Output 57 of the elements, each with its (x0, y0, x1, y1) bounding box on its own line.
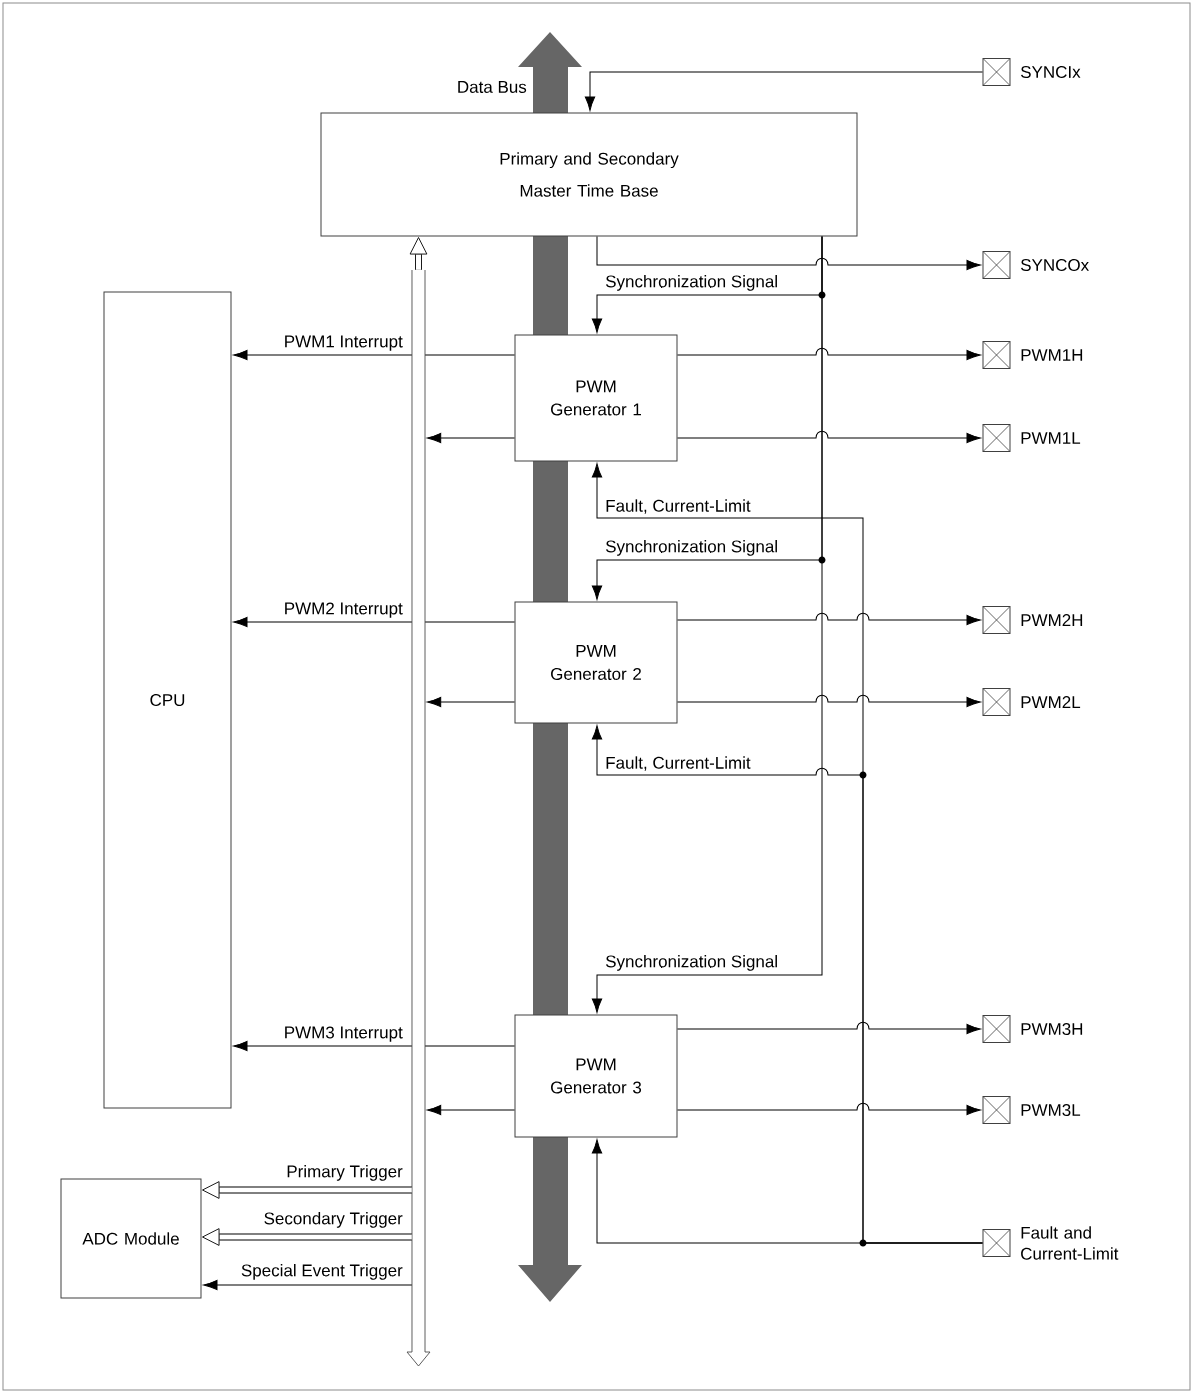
arrow (584, 71, 983, 111)
arrow (202, 1228, 412, 1246)
pin-label: PWM1L (1021, 432, 1081, 444)
edge-label: Synchronization Signal (604, 538, 780, 557)
arrow (426, 1104, 515, 1116)
arrow (426, 432, 515, 444)
edge-label: Primary Trigger (285, 1163, 404, 1182)
pin-symbol (982, 1096, 1011, 1124)
pin-label: SYNCIx (1020, 66, 1081, 79)
pin-symbol (982, 1015, 1011, 1043)
arrow (677, 347, 981, 361)
arrow (677, 430, 981, 444)
block-box: CPU (103, 291, 232, 1109)
pin-label: PWM2L (1021, 696, 1081, 708)
arrow (591, 236, 823, 1013)
pin-symbol (982, 1229, 1011, 1257)
arrow (677, 612, 981, 626)
block-box: PWM Generator 1 (514, 334, 678, 462)
pin-label: SYNCOx (1020, 259, 1089, 272)
edge-label: PWM2 Interrupt (282, 601, 404, 619)
edge-label: PWM3 Interrupt (282, 1025, 404, 1043)
edge-label: Special Event Trigger (239, 1262, 404, 1281)
pin-symbol (982, 58, 1011, 86)
pin-label: PWM3H (1021, 1023, 1083, 1036)
pin-symbol (982, 251, 1011, 279)
arrow (233, 349, 413, 361)
arrow (591, 1139, 983, 1244)
pin-label: PWM1H (1021, 349, 1083, 361)
arrow (233, 616, 413, 628)
pin-label: Fault and Current-Limit (1021, 1226, 1119, 1260)
block-box: Primary and Secondary Master Time Base (320, 112, 858, 237)
arrow (202, 1181, 412, 1199)
arrow (409, 237, 428, 270)
block-box: PWM Generator 2 (514, 601, 678, 724)
arrow (426, 696, 515, 708)
edge-label: Secondary Trigger (262, 1210, 404, 1229)
edge-label: Synchronization Signal (604, 273, 780, 292)
pin-symbol (982, 424, 1011, 452)
pin-symbol (982, 341, 1011, 369)
arrow (203, 1279, 413, 1291)
arrow (677, 694, 981, 708)
arrow (677, 1021, 981, 1035)
edge-label: Synchronization Signal (604, 953, 780, 972)
arrow (677, 1102, 981, 1116)
arrow (233, 1040, 413, 1052)
block-box: ADC Module (60, 1178, 202, 1299)
edge-label: Fault, Current-Limit (604, 498, 752, 515)
bus-bar (406, 269, 431, 1367)
arrow (596, 236, 981, 271)
pin-label: PWM3L (1021, 1104, 1081, 1117)
pin-symbol (982, 688, 1011, 716)
block-box: PWM Generator 3 (514, 1014, 678, 1138)
edge-label: Fault, Current-Limit (604, 755, 752, 772)
pin-symbol (982, 606, 1011, 634)
edge-label: PWM1 Interrupt (282, 334, 404, 352)
pin-label: PWM2H (1021, 614, 1083, 626)
bus-label: Data Bus (458, 81, 527, 93)
